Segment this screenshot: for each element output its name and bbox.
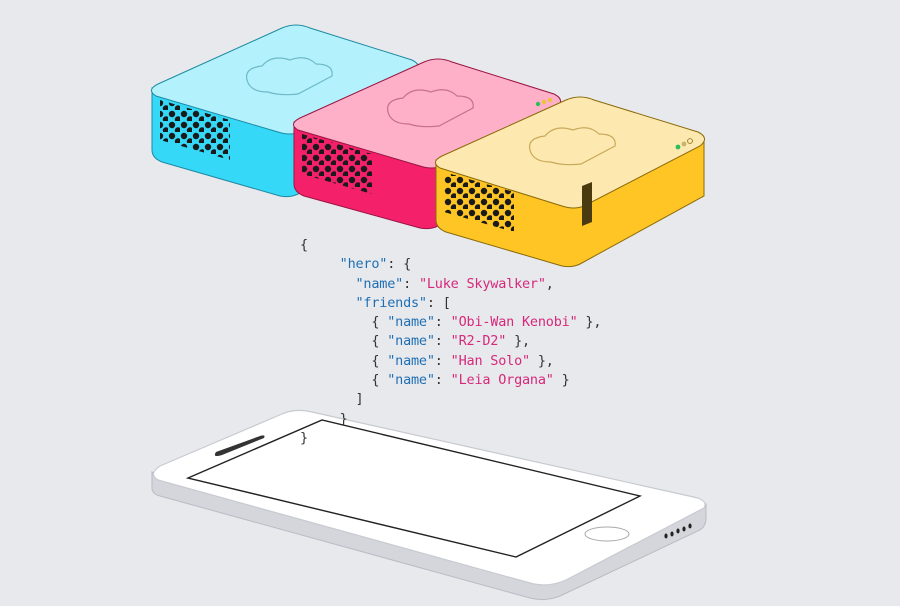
speaker-grille-icon [214, 435, 265, 456]
json-code-block: { "hero": { "name": "Luke Skywalker", "f… [300, 237, 602, 446]
port-holes-icon [664, 523, 692, 539]
open-brace: { [300, 237, 308, 253]
server-yellow [435, 96, 705, 268]
phone-illustration [151, 409, 707, 601]
friend-value: "Leia Organa" [450, 372, 554, 389]
cloud-icon [528, 127, 616, 166]
port-slot-icon [582, 182, 592, 226]
friend-value: "R2-D2" [450, 333, 507, 350]
name-value: "Luke Skywalker" [418, 275, 546, 292]
status-led-icon [535, 101, 541, 107]
friend-value: "Han Solo" [450, 352, 530, 369]
name-key: "name" [355, 275, 404, 292]
cloud-icon [386, 89, 474, 128]
hero-key: "hero" [339, 256, 388, 273]
home-button-icon [584, 526, 630, 542]
cloud-icon [245, 57, 333, 96]
status-led-icon [675, 144, 681, 150]
friend-value: "Obi-Wan Kenobi" [450, 314, 578, 331]
phone-screen [185, 419, 643, 558]
friends-key: "friends" [355, 294, 428, 311]
